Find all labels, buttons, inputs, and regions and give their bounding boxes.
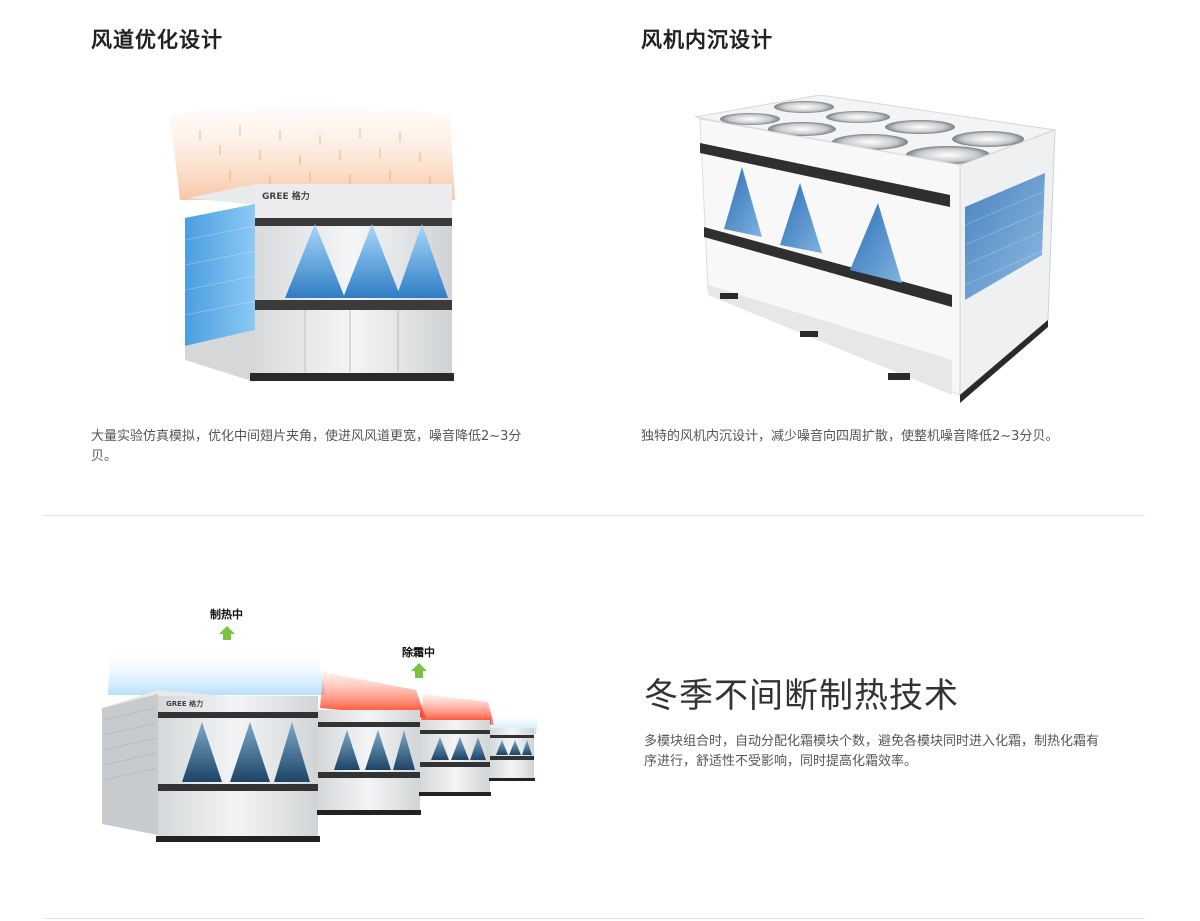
- modular-units-image: 制热中 除霜中 GREE 格力: [102, 607, 538, 842]
- sunken-fan-description: 独特的风机内沉设计，减少噪音向四周扩散，使整机噪音降低2~3分贝。: [641, 429, 1059, 444]
- defrost-label: 除霜中: [402, 645, 435, 659]
- heating-label: 制热中: [210, 607, 243, 621]
- defrost-up-arrow-icon: [411, 663, 427, 678]
- sunken-fan-title: 风机内沉设计: [641, 28, 773, 52]
- winter-heating-description: 多模块组合时，自动分配化霜模块个数，避免各模块同时进入化霜，制热化霜有序进行，舒…: [644, 734, 1100, 769]
- airduct-unit-image: GREE 格力: [170, 102, 455, 382]
- sunken-fan-unit-image: [694, 95, 1056, 403]
- section-divider: [44, 515, 1145, 516]
- heating-up-arrow-icon: [219, 626, 235, 640]
- gree-logo-small: GREE 格力: [166, 699, 203, 708]
- airduct-title: 风道优化设计: [91, 28, 223, 52]
- airduct-description: 大量实验仿真模拟，优化中间翅片夹角，使进风风道更宽，噪音降低2~3分贝。: [91, 429, 522, 464]
- gree-logo: GREE 格力: [262, 190, 310, 202]
- winter-heating-title: 冬季不间断制热技术: [644, 676, 959, 716]
- bottom-divider: [44, 918, 1145, 919]
